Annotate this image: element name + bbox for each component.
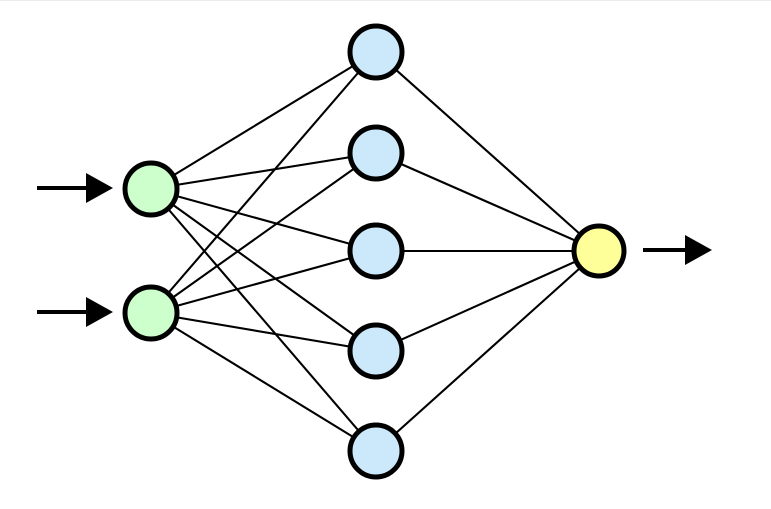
edge-i2-h5 bbox=[149, 311, 378, 453]
edge-i2-h2 bbox=[149, 151, 378, 315]
edge-i2-h1 bbox=[149, 50, 378, 315]
input-node-2[interactable] bbox=[122, 284, 180, 342]
output-arrow-1 bbox=[643, 235, 712, 265]
hidden-node-3[interactable] bbox=[347, 222, 405, 280]
input-arrow-1-head bbox=[86, 173, 113, 203]
edge-i1-h5 bbox=[149, 187, 378, 453]
edge-i2-h3 bbox=[149, 249, 378, 315]
hidden-node-4[interactable] bbox=[347, 322, 405, 380]
input-arrow-1 bbox=[37, 173, 113, 203]
input-arrow-2 bbox=[37, 297, 113, 327]
edge-h4-o1 bbox=[374, 249, 601, 353]
output-node-1[interactable] bbox=[571, 223, 627, 279]
edge-i1-h2 bbox=[149, 151, 378, 191]
input-layer bbox=[122, 160, 180, 342]
input-node-1[interactable] bbox=[122, 160, 180, 218]
edge-i1-h3 bbox=[149, 187, 378, 253]
output-layer bbox=[571, 223, 627, 279]
edge-i1-h1 bbox=[149, 50, 378, 191]
edge-h5-o1 bbox=[374, 249, 601, 453]
hidden-node-2[interactable] bbox=[347, 124, 405, 182]
hidden-node-1[interactable] bbox=[347, 23, 405, 81]
edge-h2-o1 bbox=[374, 151, 601, 253]
edge-i2-h4 bbox=[149, 311, 378, 353]
hidden-layer bbox=[347, 23, 405, 480]
edge-i1-h4 bbox=[149, 187, 378, 353]
input-arrow-2-head bbox=[86, 297, 113, 327]
edge-h1-o1 bbox=[374, 50, 601, 253]
hidden-node-5[interactable] bbox=[347, 422, 405, 480]
output-arrow-1-head bbox=[685, 235, 712, 265]
edge-group-hidden-to-output bbox=[374, 50, 601, 453]
edge-group-input-to-hidden bbox=[149, 50, 378, 453]
